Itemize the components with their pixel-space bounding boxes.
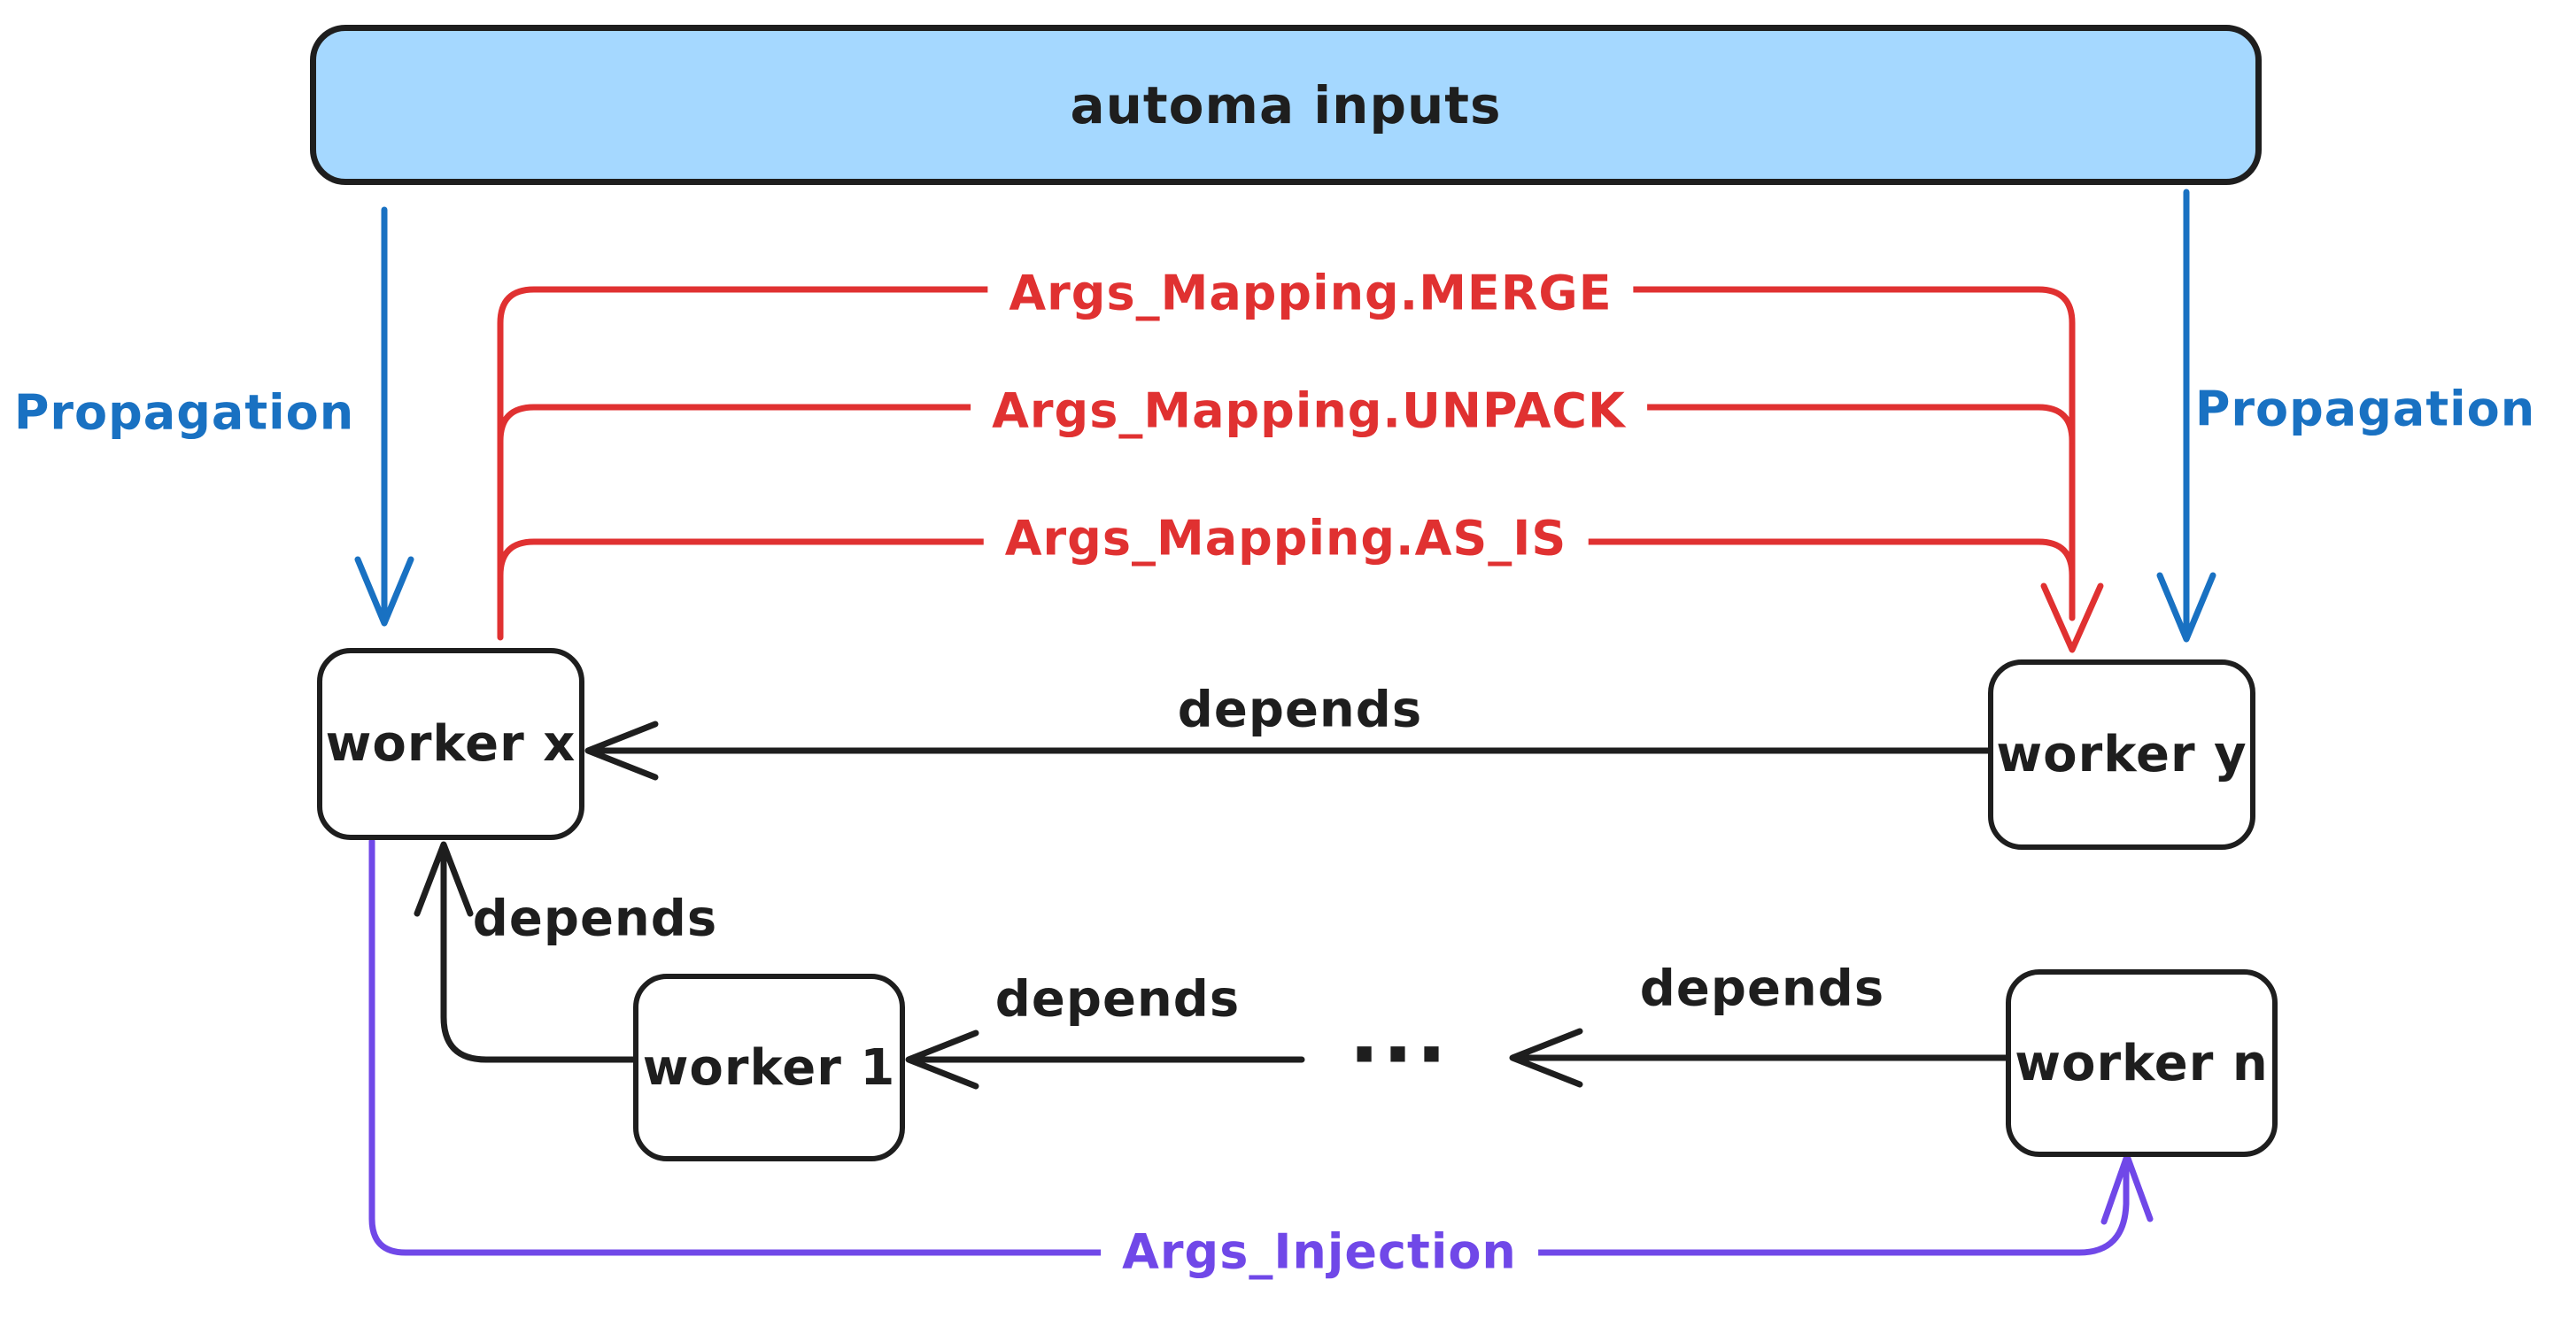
automa-inputs-label: automa inputs [1070, 74, 1502, 135]
depends-worker-n-to-ellipsis-arrowhead-icon [1509, 1028, 1583, 1088]
propagation-left-arrowhead-icon [354, 556, 414, 627]
depends-ellipsis-label: depends [994, 970, 1241, 1029]
worker-n-label: worker n [2015, 1034, 2269, 1092]
worker-1-label: worker 1 [642, 1038, 896, 1097]
worker-n-node: worker n [2006, 969, 2278, 1157]
worker-y-node: worker y [1988, 659, 2255, 850]
args-mapping-unpack-label: Args_Mapping.UNPACK [971, 381, 1647, 441]
depends-worker-1-to-worker-x-arrowhead-icon [414, 841, 474, 917]
depends-worker-y-to-worker-x-arrowhead-icon [584, 721, 659, 781]
depends-worker-1-label: depends [472, 890, 718, 948]
depends-worker-y-label: depends [1177, 681, 1423, 739]
args-mapping-merge-label: Args_Mapping.MERGE [987, 263, 1634, 323]
propagation-right-arrowhead-icon [2156, 572, 2216, 643]
worker-x-node: worker x [317, 648, 584, 840]
worker-1-node: worker 1 [633, 974, 905, 1161]
ellipsis-node: ... [1349, 986, 1450, 1082]
propagation-left-label: Propagation [13, 384, 355, 441]
args-mapping-merge-connector [497, 286, 2076, 641]
propagation-right-label: Propagation [2194, 381, 2536, 437]
args-injection-label: Args_Injection [1101, 1222, 1538, 1282]
automa-inputs-box: automa inputs [310, 25, 2262, 185]
worker-x-label: worker x [325, 715, 576, 773]
args-injection-connector [368, 837, 2130, 1256]
args-mapping-as-is-label: Args_Mapping.AS_IS [983, 508, 1589, 568]
depends-ellipsis-to-worker-1-arrowhead-icon [905, 1029, 979, 1090]
depends-worker-n-label: depends [1639, 960, 1885, 1018]
depends-worker-1-to-worker-x-line [440, 848, 637, 1063]
worker-y-label: worker y [1996, 726, 2247, 783]
args-mapping-arrowhead-icon [2040, 582, 2104, 653]
